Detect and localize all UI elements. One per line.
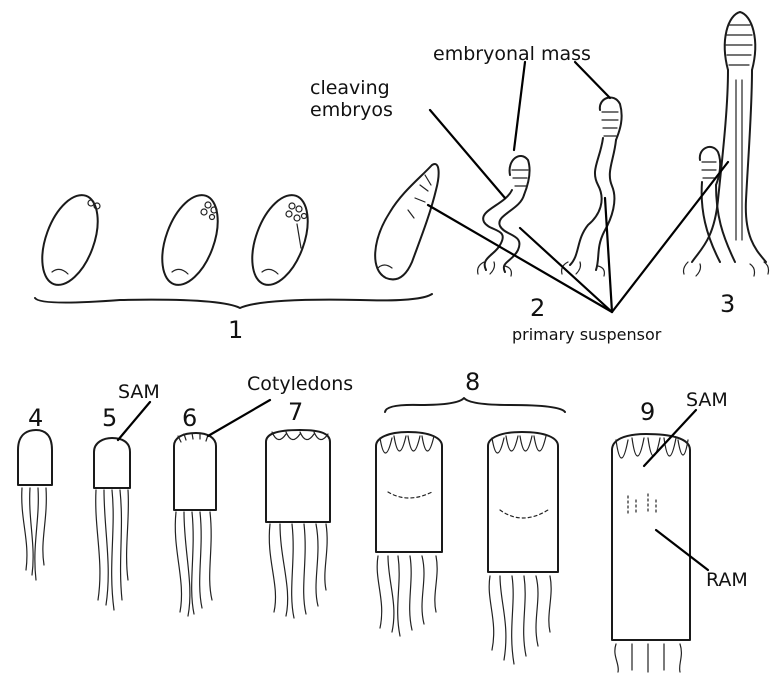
stage-2-group (478, 97, 622, 276)
cleaving-embryo-right (562, 97, 622, 276)
cleaving-label-line2: embryos (310, 99, 393, 121)
cotyledons-leader (208, 400, 270, 436)
stage-3-number: 3 (720, 290, 735, 318)
stage-8-embryo-right (488, 432, 558, 664)
stage-1-number: 1 (228, 316, 243, 344)
stage-8-embryo-left (376, 432, 442, 636)
egg-cell-3 (241, 188, 318, 293)
ram-leader (656, 530, 708, 570)
stage-4-embryo (18, 430, 52, 580)
egg-cell-4 (375, 164, 438, 279)
stage-1-group (31, 164, 438, 308)
stage-2-number: 2 (530, 294, 545, 322)
stage-5-number: 5 (102, 404, 117, 432)
stage-6-number: 6 (182, 404, 197, 432)
stage-7-embryo (266, 430, 330, 618)
egg-cell-1 (31, 188, 108, 293)
stage-5-embryo (94, 438, 130, 610)
late-embryo-tall (692, 12, 766, 262)
stage-7-number: 7 (288, 398, 303, 426)
stage-8-brace (385, 398, 565, 412)
stage-1-brace (35, 294, 432, 308)
sam-top-leader (118, 402, 150, 440)
embryonal-mass-label: embryonal mass (433, 43, 591, 65)
primary-suspensor-label: primary suspensor (512, 325, 662, 344)
stage-9-embryo (612, 434, 690, 672)
egg-cell-2 (151, 188, 228, 293)
sam-label-right: SAM (686, 389, 728, 411)
stage-3-group (684, 12, 769, 276)
cleaving-label-line1: cleaving (310, 77, 390, 99)
stage-9-number: 9 (640, 398, 655, 426)
ram-label: RAM (706, 569, 748, 591)
cotyledons-label: Cotyledons (247, 373, 353, 395)
stage-8-number: 8 (465, 368, 480, 396)
stage-4-number: 4 (28, 404, 43, 432)
stage-6-embryo (174, 433, 216, 616)
embryonal-mass-leader-left (514, 62, 525, 150)
embryonal-mass-leader-right (575, 62, 610, 98)
cleaving-leader (430, 110, 505, 198)
primary-suspensor-leaders (428, 162, 728, 312)
sam-label-top: SAM (118, 381, 160, 403)
